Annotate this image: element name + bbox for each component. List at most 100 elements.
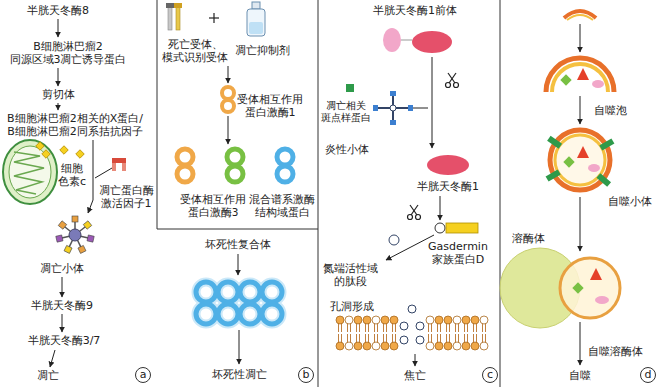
panel-letter: a (140, 369, 147, 381)
flow-arrow (386, 235, 434, 260)
ripk3-figure (277, 166, 293, 182)
plus-sign (213, 13, 214, 23)
receptor-icon (174, 3, 182, 8)
text-label: 混合谱系激酶 结构域蛋白 (249, 193, 315, 218)
apoptosome-wheel (87, 235, 94, 242)
cell-membrane (480, 342, 488, 350)
cell-membrane (431, 323, 432, 332)
cell-membrane (458, 323, 459, 332)
cytochrome-c (42, 150, 50, 158)
cell-membrane (473, 334, 474, 343)
apoptosome-wheel (56, 235, 63, 242)
cell-membrane (449, 323, 450, 332)
cell-membrane (446, 323, 447, 332)
flow-arrow (580, 197, 581, 251)
panel-letter-circle: c (482, 367, 498, 383)
cell-membrane (440, 323, 441, 332)
ripk3-figure (177, 166, 193, 182)
cell-membrane (400, 336, 408, 344)
inflammasome-cross (390, 120, 396, 125)
cell-membrane (464, 334, 465, 343)
flow-arrow (62, 277, 63, 297)
text-label: 炎性小体 (325, 143, 369, 156)
ripk3-figure (177, 149, 193, 165)
n-terminal-fragment (389, 235, 399, 245)
apaf1-icon (112, 158, 126, 171)
cell-membrane (392, 334, 393, 343)
text-label: 受体相互作用 蛋白激酶3 (180, 193, 246, 218)
receptor-icon (166, 3, 174, 8)
cytochrome-c (36, 142, 44, 150)
apaf1-icon (122, 163, 126, 171)
apoptosome-wheel (78, 245, 86, 253)
receptor-icon (166, 3, 182, 30)
cell-membrane (386, 323, 387, 332)
procaspase1 (383, 28, 401, 52)
flow-arrow (50, 350, 55, 367)
phagophore-origin (567, 15, 593, 20)
ripk3-figure (227, 166, 243, 182)
inhibitor-bottle (249, 22, 263, 34)
apaf1-icon (112, 158, 126, 163)
cell-membrane (359, 323, 360, 332)
cell-membrane (437, 334, 438, 343)
cell-membrane (444, 316, 452, 324)
text-label: Gasdermin 家族蛋白D (428, 240, 488, 266)
necrosome-cluster (218, 304, 238, 324)
cell-membrane (341, 334, 342, 343)
flow-arrow (228, 66, 229, 83)
caspase1 (427, 155, 469, 175)
scissors-icon (446, 83, 451, 88)
cell-membrane (416, 322, 424, 330)
scissors-icon (416, 215, 421, 220)
flow-arrow (58, 103, 59, 110)
inflammasome-cross (408, 105, 413, 111)
apoptosome-wheel (72, 216, 78, 222)
cell-membrane (440, 334, 441, 343)
cell-membrane (347, 334, 348, 343)
scissors-icon (408, 73, 459, 220)
necrosome-cluster (262, 304, 282, 324)
cell-membrane (455, 334, 456, 343)
autophagosome (546, 130, 615, 190)
scissors-icon (449, 73, 456, 83)
flow-arrow (50, 19, 580, 367)
phagophore (592, 80, 604, 88)
scissors-icon (408, 215, 413, 220)
gasdermin-d (435, 223, 445, 233)
panel-divider (157, 229, 318, 230)
text-label: 氮端活性域 的肽段 (323, 262, 378, 288)
plus-sign (209, 13, 219, 23)
text-label: 剪切体 (42, 88, 75, 101)
flow-arrow (238, 254, 239, 275)
ripk3-figure (177, 149, 293, 182)
necrosome-cluster (240, 282, 260, 302)
cell-membrane (467, 323, 468, 332)
text-label: 半胱天冬酶9 (31, 299, 93, 312)
cell-membrane (426, 316, 434, 324)
necrosome-cluster (196, 304, 216, 324)
cell-membrane (365, 323, 366, 332)
inflammasome-cross (373, 91, 413, 125)
cell-membrane (482, 323, 483, 332)
flow-arrow (58, 68, 59, 86)
receptor-icon (168, 6, 172, 30)
panel-divider (318, 0, 319, 387)
cell-membrane (374, 334, 375, 343)
cell-membrane (372, 342, 380, 350)
necrosome-cluster (218, 282, 238, 302)
autophagosome (546, 169, 561, 181)
panel-divider (500, 0, 501, 387)
cell-membrane (435, 342, 443, 350)
receptor-icon (176, 6, 180, 30)
phagophore-origin (564, 11, 596, 20)
cell-membrane (338, 334, 339, 343)
necrosome-cluster (218, 282, 238, 302)
text-label: 自噬溶酶体 (588, 345, 643, 358)
text-label: 凋亡抑制剂 (235, 44, 290, 57)
cell-membrane (482, 334, 483, 343)
text-label: 凋亡小体 (40, 262, 84, 275)
cell-membrane (365, 334, 366, 343)
cell-membrane (377, 323, 378, 332)
